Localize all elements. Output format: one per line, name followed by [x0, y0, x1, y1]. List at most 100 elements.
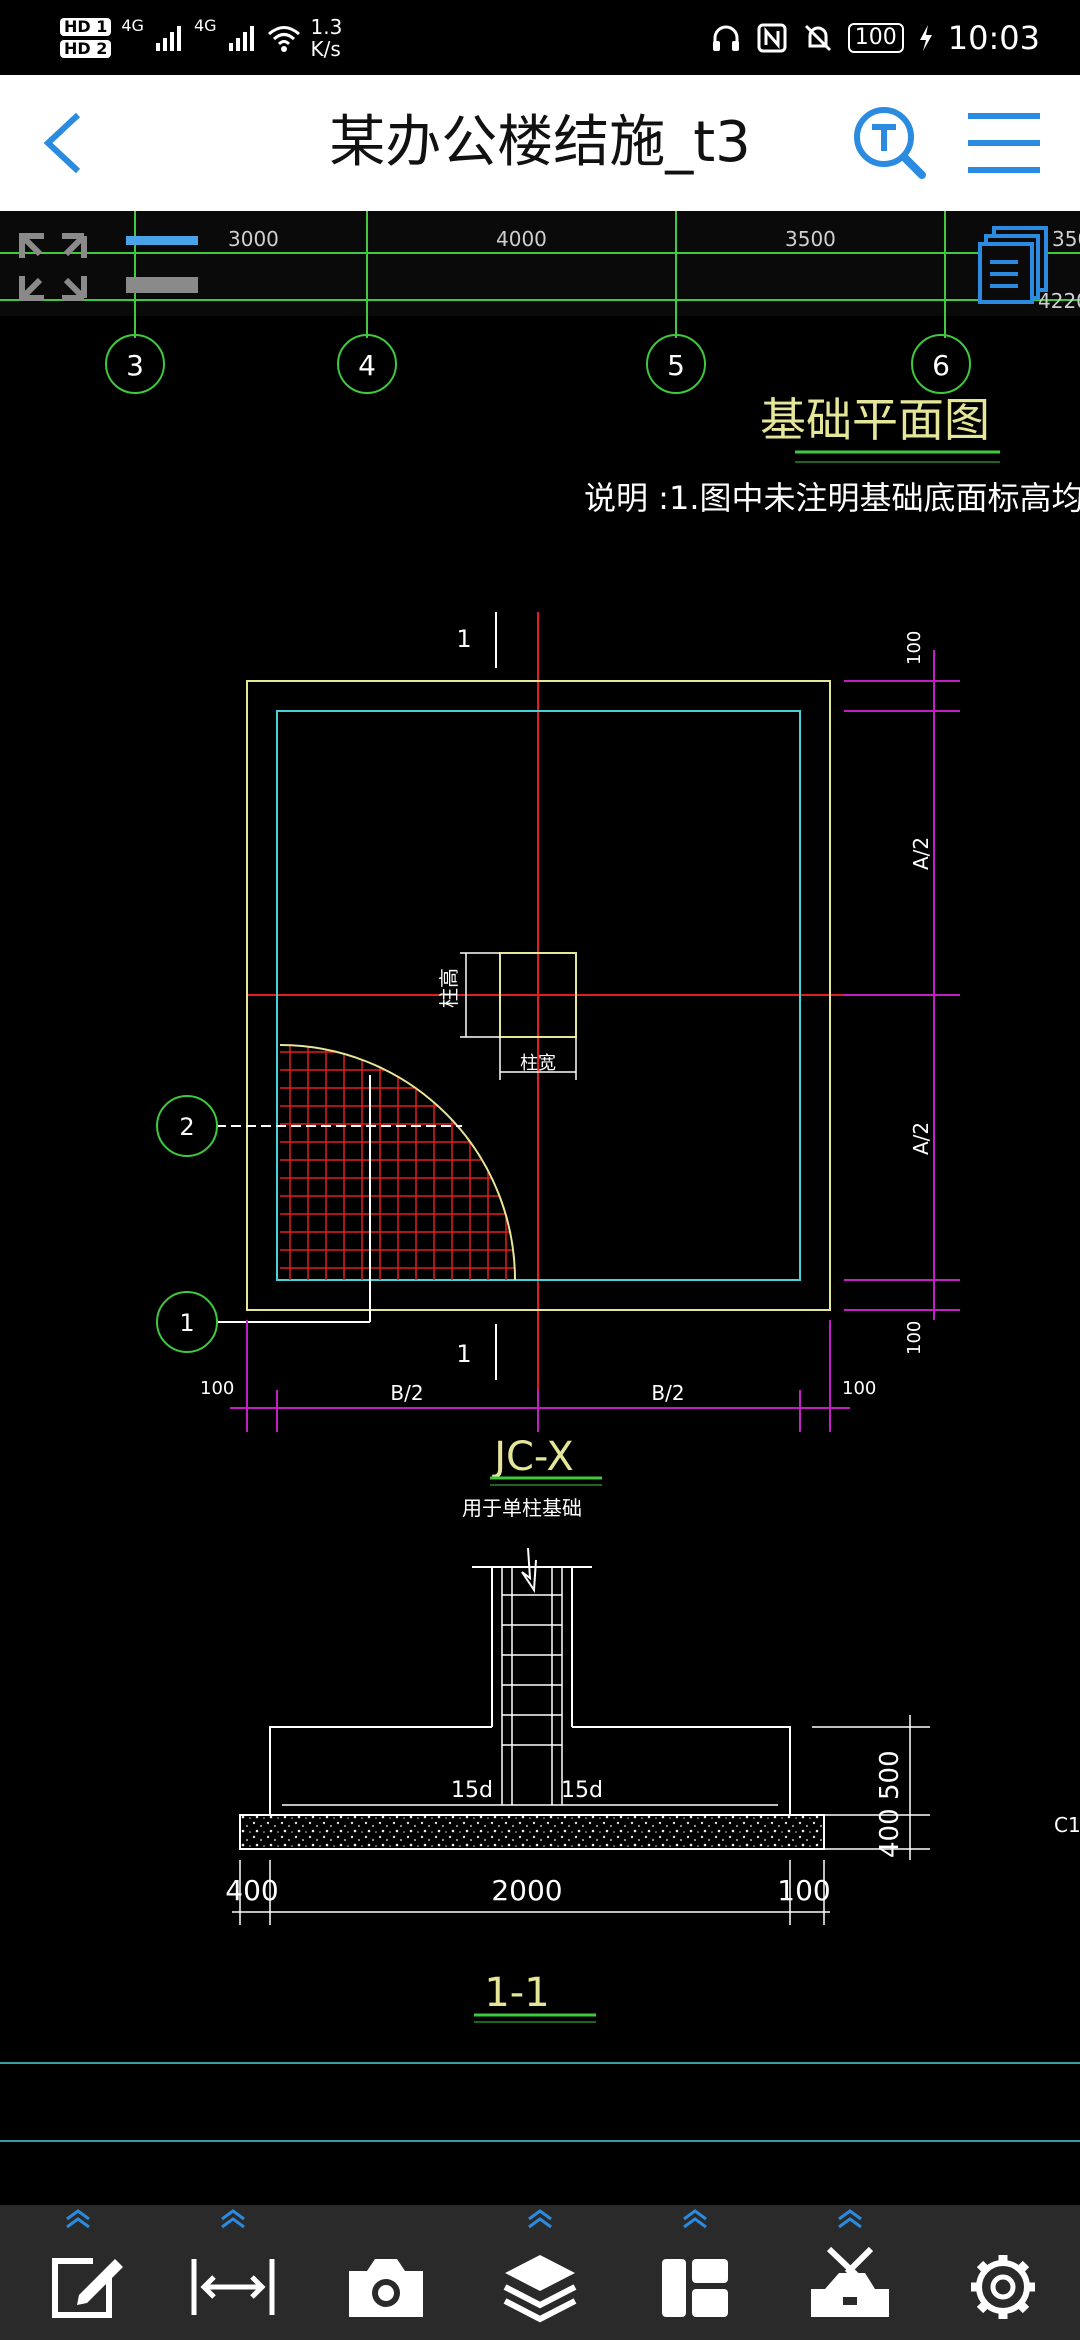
section-right-dims [812, 1715, 930, 1860]
nfc-icon [757, 23, 787, 52]
app-header: 某办公楼结施_t3 [0, 75, 1080, 211]
dim-400: 400 [875, 1808, 905, 1858]
fullscreen-icon[interactable] [19, 233, 87, 301]
settings-button[interactable] [948, 2205, 1058, 2340]
callout-1-circle [156, 1291, 218, 1353]
text-search-button[interactable] [850, 103, 930, 183]
clock: 10:03 [947, 18, 1040, 57]
break-line-icon [521, 1547, 537, 1594]
footing-desc: 用于单柱基础 [462, 1496, 582, 1520]
callout-2-circle [156, 1095, 218, 1157]
dim-bottom-right: 100 [842, 1378, 876, 1399]
signal-icon [155, 26, 181, 51]
axis-label-3: 3 [126, 349, 144, 382]
dim-bottom-left: 100 [200, 1378, 234, 1399]
toolbox-icon [811, 2209, 889, 2317]
ruler-dim-1: 3000 [228, 227, 279, 251]
sec-dim-2000: 2000 [491, 1874, 562, 1907]
dim-b2-left: B/2 [390, 1381, 423, 1405]
ruler-dim-4: 350 [1052, 227, 1080, 251]
bottom-toolbar [0, 2205, 1080, 2340]
lap-right-label: 15d [561, 1778, 603, 1803]
lap-left-label: 15d [451, 1778, 493, 1803]
wifi-icon [267, 26, 300, 52]
dim-500: 500 [875, 1750, 905, 1800]
drawing-viewer[interactable]: 3000 4000 3500 350 4220 3 4 5 6 基础平面图 说明… [0, 211, 1080, 2205]
axis-bubbles [105, 334, 971, 394]
column-width-label: 柱宽 [520, 1053, 556, 1074]
measure-tool-button[interactable] [178, 2205, 288, 2340]
column-height-label: 柱高 [437, 968, 461, 1008]
plan-note: 说明 :1.图中未注明基础底面标高均-1.500m; [584, 479, 1080, 517]
axis-ruler [0, 211, 1080, 316]
line-weight-thick-icon[interactable] [126, 236, 198, 245]
layout-tool-button[interactable] [640, 2205, 750, 2340]
section-outline [269, 1566, 791, 1816]
layers-icon [503, 2209, 577, 2323]
charging-icon [919, 24, 932, 51]
cad-drawing[interactable]: 3000 4000 3500 350 4220 3 4 5 6 基础平面图 说明… [0, 211, 1080, 2205]
footing-outline [246, 680, 831, 1311]
ruler-dim-5: 4220 [1038, 289, 1080, 313]
signal-icon-2 [228, 26, 254, 51]
callout-2-label: 2 [179, 1113, 194, 1141]
section-title: 1-1 [484, 1970, 549, 2016]
text-search-icon [854, 107, 926, 179]
annotate-tool-button[interactable] [23, 2205, 133, 2340]
right-dimension-lines [844, 650, 960, 1320]
dim-b2-right: B/2 [651, 1381, 684, 1405]
status-bar: HD 1 HD 2 4G 4G 1.3 K/s 100 10:03 [0, 0, 1080, 75]
axis-bubble-3 [105, 334, 165, 394]
axis-label-4: 4 [358, 349, 376, 382]
axis-bubble-4 [337, 334, 397, 394]
hd2-badge: HD 2 [60, 40, 112, 58]
battery-indicator: 100 [847, 22, 904, 53]
speed-value: 1.3 [310, 15, 343, 39]
bottom-dimension-lines [230, 1320, 850, 1432]
cushion-layer [239, 1814, 825, 1850]
section-bottom-dims [232, 1860, 830, 1925]
axis-label-5: 5 [667, 349, 685, 382]
footing-name: JC-X [491, 1434, 574, 1480]
rebar-boundary-arc [279, 1044, 516, 1281]
c15-label: C15 [1054, 1813, 1080, 1837]
ruler-dim-2: 4000 [496, 227, 547, 251]
settings-icon [971, 2255, 1035, 2319]
net-speed: 1.3 K/s [311, 16, 343, 60]
dim-right-a2-top: A/2 [909, 837, 933, 870]
layers-tool-button[interactable] [485, 2205, 595, 2340]
line-weight-thin-icon[interactable] [126, 277, 198, 293]
dim-right-bottom: 100 [904, 1321, 925, 1355]
menu-button[interactable] [960, 103, 1050, 183]
net-type-2: 4G [193, 16, 217, 35]
hd1-badge: HD 1 [60, 18, 112, 36]
headphones-icon [712, 25, 739, 51]
page-title: 某办公楼结施_t3 [329, 110, 751, 175]
mute-bell-icon [804, 24, 831, 51]
ruler-dim-3: 3500 [785, 227, 836, 251]
plan-title: 基础平面图 [760, 393, 990, 447]
axis-lines [134, 211, 946, 338]
camera-icon [349, 2259, 423, 2317]
column-dims [460, 952, 577, 1080]
sec-dim-400: 400 [225, 1874, 278, 1907]
back-button[interactable] [30, 103, 110, 183]
footing-inner-outline [276, 710, 801, 1281]
column-outline [499, 952, 577, 1038]
toolbox-tool-button[interactable] [795, 2205, 905, 2340]
camera-tool-button[interactable] [331, 2205, 441, 2340]
axis-label-6: 6 [932, 349, 950, 382]
section-rebar [282, 1567, 778, 1806]
chevron-left-icon [43, 112, 81, 174]
callout-1-label: 1 [179, 1309, 194, 1337]
layout-icon [662, 2209, 728, 2317]
section-mark-bottom: 1 [456, 1340, 471, 1368]
net-type-1: 4G [121, 16, 144, 35]
sec-dim-100: 100 [777, 1874, 830, 1907]
layouts-icon[interactable] [978, 226, 1048, 304]
hd-indicators: HD 1 HD 2 [60, 18, 112, 58]
section-mark-top: 1 [456, 625, 471, 653]
menu-icon [968, 113, 1040, 173]
dim-right-top: 100 [904, 631, 925, 665]
axis-bubble-5 [646, 334, 706, 394]
